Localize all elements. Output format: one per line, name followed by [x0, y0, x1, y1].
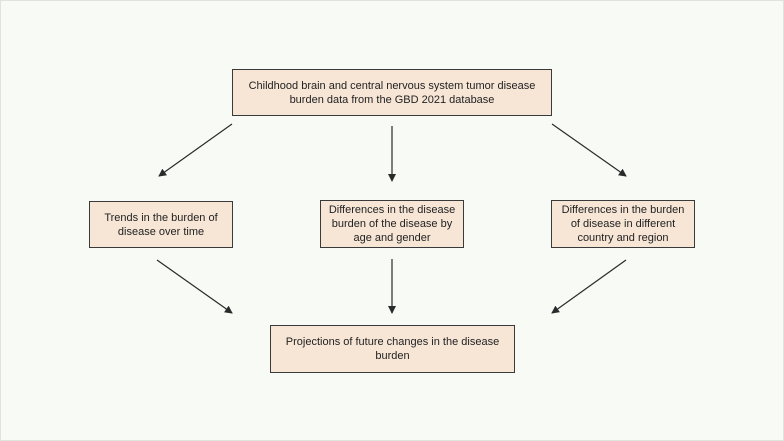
- node-trends-over-time-label: Trends in the burden of disease over tim…: [104, 211, 218, 238]
- node-age-gender-differences: Differences in the disease burden of the…: [320, 200, 464, 248]
- node-gbd-data-source: Childhood brain and central nervous syst…: [232, 69, 552, 116]
- arrow-right-to-bottom: [551, 259, 627, 314]
- node-country-region-differences: Differences in the burden of disease in …: [551, 200, 695, 248]
- node-trends-over-time: Trends in the burden of disease over tim…: [89, 201, 233, 248]
- arrow-top-to-left: [158, 123, 233, 177]
- node-country-region-differences-label: Differences in the burden of disease in …: [561, 204, 685, 244]
- node-gbd-data-source-label: Childhood brain and central nervous syst…: [248, 79, 536, 106]
- arrow-left-to-bottom: [156, 259, 233, 314]
- node-future-projections-label: Projections of future changes in the dis…: [285, 336, 500, 362]
- node-future-projections: Projections of future changes in the dis…: [270, 325, 515, 373]
- node-age-gender-differences-label: Differences in the disease burden of the…: [328, 204, 456, 244]
- arrow-top-to-right: [551, 123, 627, 177]
